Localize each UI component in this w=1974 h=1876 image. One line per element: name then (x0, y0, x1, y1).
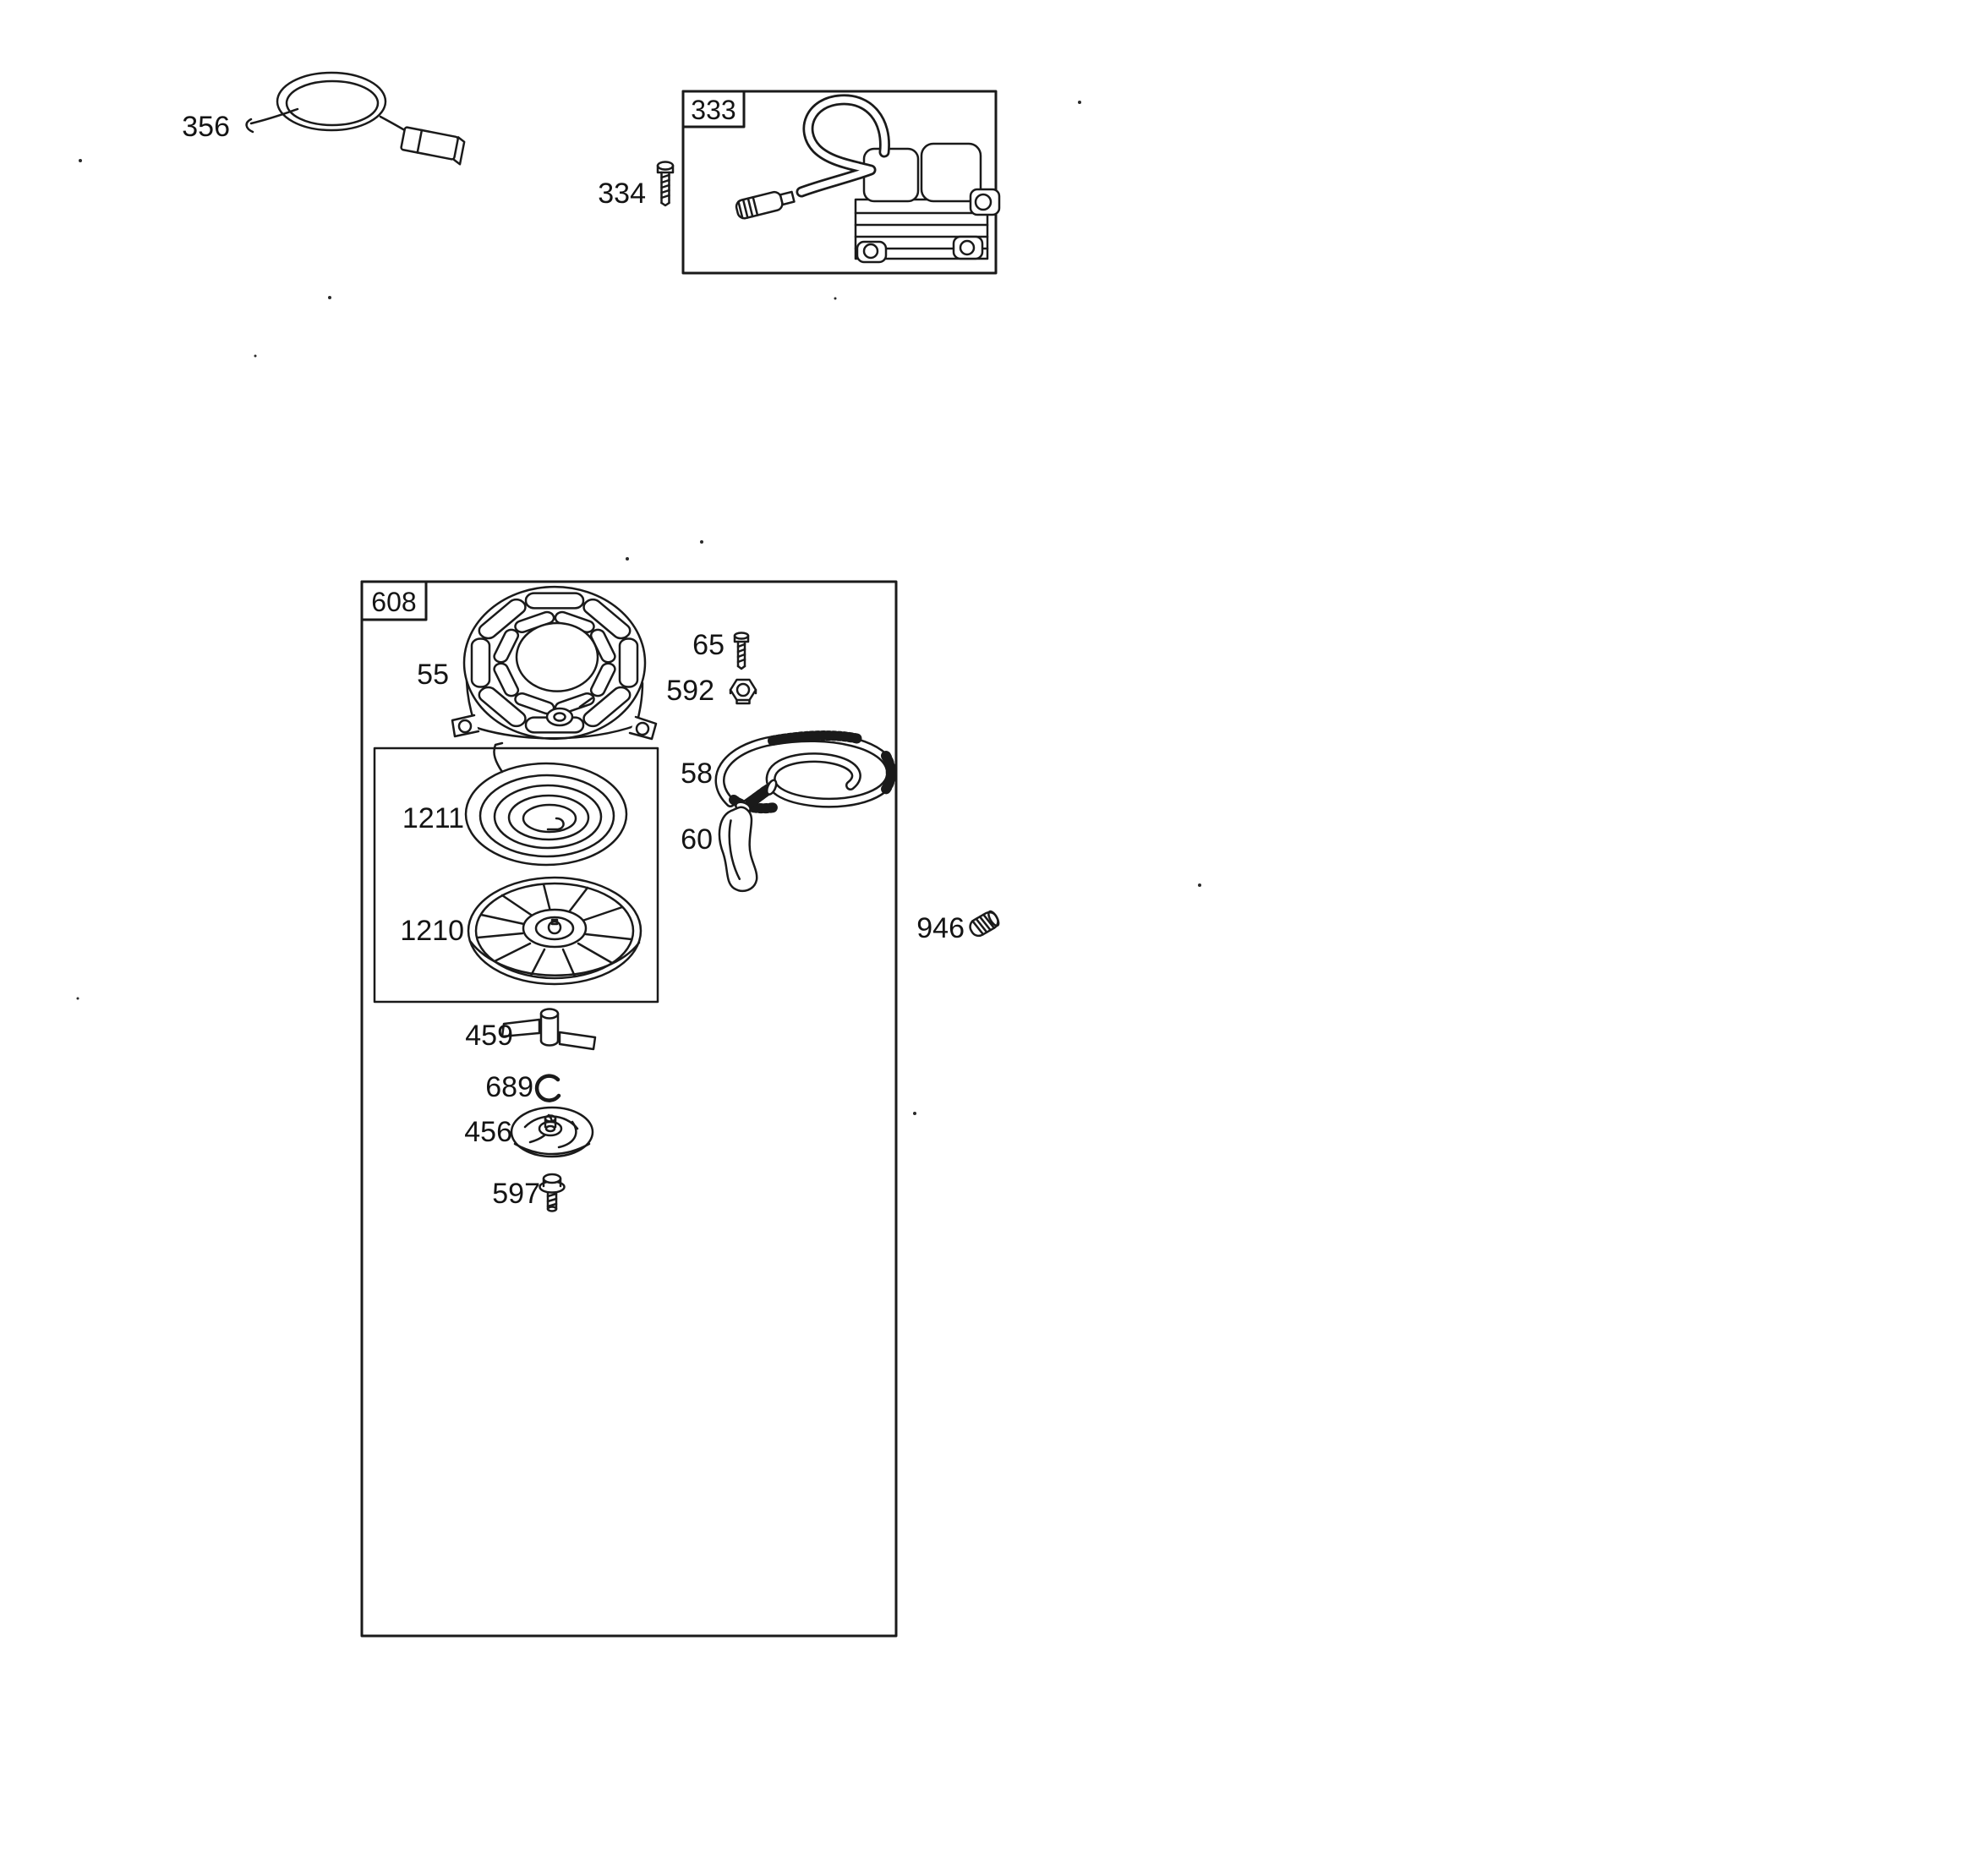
callout-608: 608 (371, 587, 416, 617)
hex-nut-drawing (729, 678, 757, 705)
rewind-starter-box (360, 580, 898, 1638)
callout-58: 58 (681, 758, 713, 790)
retainer-ring-drawing (534, 1074, 561, 1102)
ignition-armature-drawing (735, 94, 1001, 264)
callout-689: 689 (485, 1071, 533, 1103)
callout-65: 65 (692, 629, 725, 661)
wire-terminal (400, 126, 466, 166)
callout-946: 946 (916, 912, 965, 944)
housing-screw-drawing (733, 632, 750, 670)
rewind-spring-drawing (464, 741, 628, 867)
callout-334: 334 (598, 178, 646, 210)
friction-plate-drawing (510, 1106, 594, 1158)
callout-1210: 1210 (400, 915, 464, 947)
group-608-label-box (360, 580, 428, 621)
starter-dog-drawing (500, 1008, 597, 1051)
callout-592: 592 (666, 675, 714, 707)
spring-pulley-inner-box (373, 747, 659, 1004)
pulley-screw-drawing (539, 1173, 566, 1212)
vent-slots-outer (472, 593, 637, 733)
callout-55: 55 (417, 659, 449, 691)
callout-456: 456 (464, 1116, 512, 1148)
plug-946-drawing (969, 910, 1000, 938)
callout-labels: 356 333 334 608 55 65 592 58 60 1211 121… (182, 95, 965, 1210)
callout-356: 356 (182, 111, 230, 143)
spark-plug-boot (735, 190, 796, 220)
callout-459: 459 (465, 1020, 513, 1052)
group-333-label-box (681, 90, 746, 129)
callout-60: 60 (681, 823, 713, 856)
callout-1211: 1211 (402, 802, 464, 834)
starter-pulley-drawing (467, 876, 643, 986)
group-608-border (360, 580, 898, 1638)
stop-wire-drawing (245, 71, 466, 166)
starter-grip-drawing (718, 779, 778, 892)
fan-blades (476, 883, 633, 978)
starter-rope-drawing (714, 730, 897, 814)
scan-specks (76, 101, 1201, 1115)
callout-597: 597 (492, 1178, 540, 1210)
ignition-armature-box (681, 90, 1001, 275)
armature-screw-drawing (656, 161, 675, 207)
blower-housing-drawing (451, 587, 658, 741)
callout-333: 333 (691, 95, 735, 125)
group-333-border (681, 90, 998, 275)
